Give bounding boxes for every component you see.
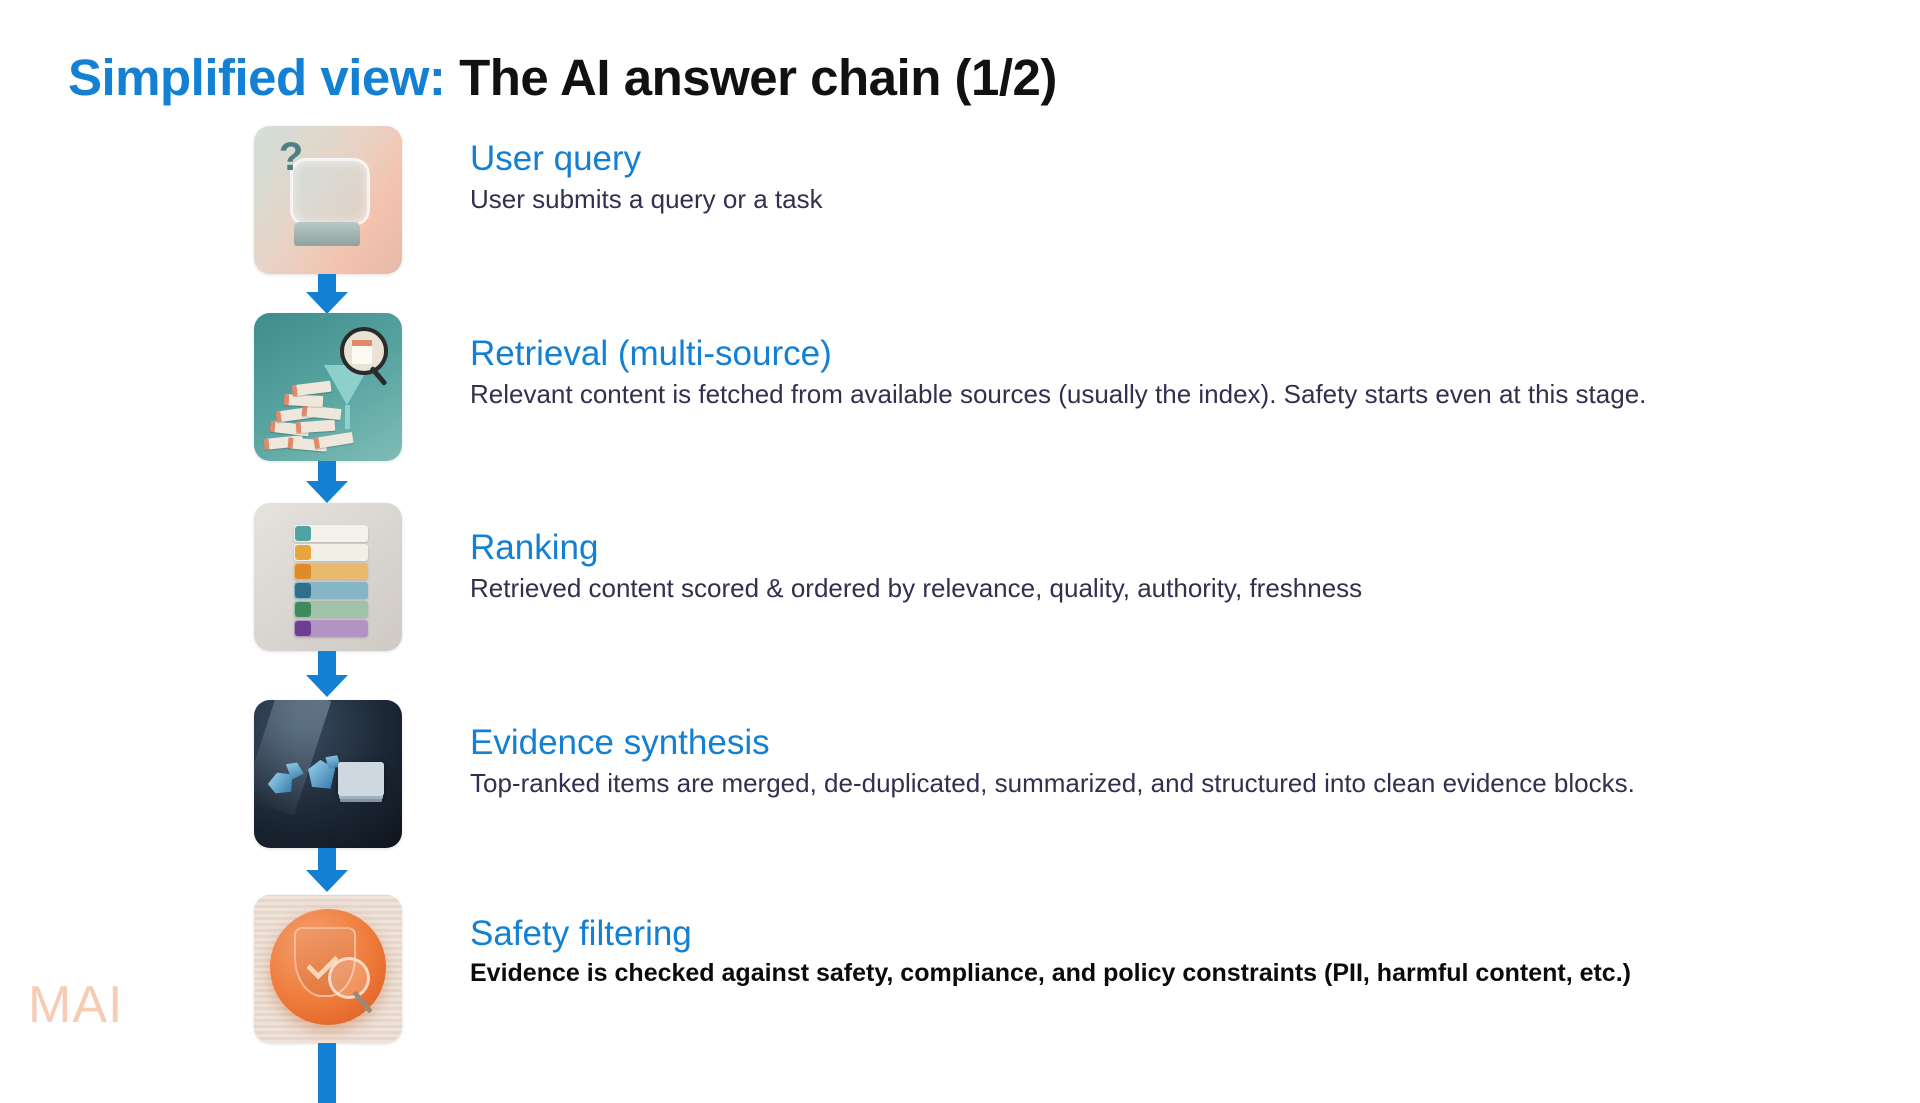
step-text: Ranking Retrieved content scored & order… <box>470 529 1900 605</box>
step-description: Top-ranked items are merged, de-duplicat… <box>470 767 1635 798</box>
step-title: Ranking <box>470 528 599 567</box>
documents-funnel-magnifier-icon <box>254 313 402 461</box>
step-text: Retrieval (multi-source) Relevant conten… <box>470 335 1900 411</box>
step-thumbnail-wrap <box>254 895 402 1043</box>
magnifier-lens-shape <box>328 957 370 999</box>
ranked-list-stack-icon <box>254 503 402 651</box>
pedestal-shape <box>294 222 360 246</box>
step-title: Evidence synthesis <box>470 723 770 762</box>
step-title: Retrieval (multi-source) <box>470 334 832 373</box>
light-beam-shape <box>254 700 332 816</box>
step-thumbnail-wrap <box>254 700 402 848</box>
page-title: Simplified view: The AI answer chain (1/… <box>68 48 1057 107</box>
crystal-shards-documents-icon <box>254 700 402 848</box>
mai-watermark: MAI <box>28 976 124 1034</box>
speech-bubble-shape <box>290 158 370 226</box>
step-description: User submits a query or a task <box>470 183 823 214</box>
step-thumbnail-wrap <box>254 503 402 651</box>
magnifier-lens-shape <box>340 327 388 375</box>
step-title: User query <box>470 139 642 178</box>
step-text: Safety filtering Evidence is checked aga… <box>470 915 1900 990</box>
step-thumbnail-wrap: ? <box>254 126 402 274</box>
step-text: Evidence synthesis Top-ranked items are … <box>470 724 1900 800</box>
step-description: Retrieved content scored & ordered by re… <box>470 572 1363 603</box>
step-text: User query User submits a query or a tas… <box>470 140 1900 216</box>
query-bubble-icon: ? <box>254 126 402 274</box>
shield-check-magnifier-icon <box>254 895 402 1043</box>
step-description: Evidence is checked against safety, comp… <box>470 958 1631 987</box>
page-title-accent: Simplified view: <box>68 49 446 106</box>
document-stack-shape <box>338 762 384 796</box>
funnel-stem-shape <box>345 405 350 429</box>
step-thumbnail-wrap <box>254 313 402 461</box>
ranked-rows-shape <box>294 525 368 639</box>
question-mark-glyph: ? <box>278 134 304 179</box>
step-title: Safety filtering <box>470 914 692 953</box>
step-description: Relevant content is fetched from availab… <box>470 378 1647 409</box>
page-title-main: The AI answer chain (1/2) <box>459 49 1057 106</box>
